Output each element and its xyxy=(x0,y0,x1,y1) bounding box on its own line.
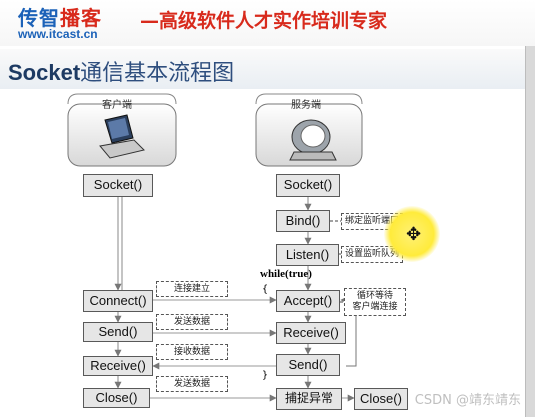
client-close-box: Close() xyxy=(83,388,150,408)
page-title: Socket通信基本流程图 xyxy=(8,55,234,87)
server-socket-box: Socket() xyxy=(276,174,340,197)
move-cursor-icon: ✥ xyxy=(406,224,422,245)
client-socket-box: Socket() xyxy=(83,174,153,197)
loop-close-brace: } xyxy=(262,370,269,381)
title-bar xyxy=(0,49,535,89)
server-accept-box: Accept() xyxy=(276,290,340,312)
laptop-icon xyxy=(99,114,145,159)
slogan: —高级软件人才实作培训专家 xyxy=(140,10,388,32)
while-true-label: while(true) xyxy=(260,268,312,280)
note-accept-line1: 循环等待 xyxy=(356,291,393,301)
server-label: 服务端 xyxy=(291,100,321,111)
csdn-watermark: CSDN @靖东靖东 xyxy=(414,393,521,408)
logo-text-a: 传智 xyxy=(18,6,60,30)
note-accept: 循环等待 客户端连接 xyxy=(344,288,406,316)
presenter-cursor-highlight: ✥ xyxy=(384,206,440,262)
loop-open-brace: { xyxy=(262,284,269,295)
note-connect: 连接建立 xyxy=(156,281,228,297)
client-frame xyxy=(67,93,177,105)
server-listen-box: Listen() xyxy=(276,244,339,266)
note-receive: 接收数据 xyxy=(156,344,228,360)
server-receive-box: Receive() xyxy=(276,322,346,344)
logo-url: www.itcast.cn xyxy=(18,27,98,41)
page-title-rest: 通信基本流程图 xyxy=(80,61,235,86)
monitor-icon xyxy=(289,119,337,161)
client-send-box: Send() xyxy=(83,322,153,342)
server-close-box: Close() xyxy=(354,388,408,410)
client-receive-box: Receive() xyxy=(83,356,153,376)
server-catch-exception-box: 捕捉异常 xyxy=(276,388,342,410)
server-frame xyxy=(255,93,363,105)
window-scrollbar[interactable] xyxy=(525,46,535,417)
slide-header xyxy=(0,0,535,46)
server-send-box: Send() xyxy=(276,354,340,376)
note-send: 发送数据 xyxy=(156,314,228,330)
itcast-logo: 传智播客 xyxy=(18,2,102,31)
note-accept-line2: 客户端连接 xyxy=(352,302,398,312)
server-bind-box: Bind() xyxy=(276,210,330,232)
page-title-bold: Socket xyxy=(8,60,81,85)
client-connect-box: Connect() xyxy=(83,290,153,312)
client-label: 客户端 xyxy=(102,100,132,111)
logo-text-b: 播客 xyxy=(60,6,102,30)
note-close-send: 发送数据 xyxy=(156,376,228,392)
